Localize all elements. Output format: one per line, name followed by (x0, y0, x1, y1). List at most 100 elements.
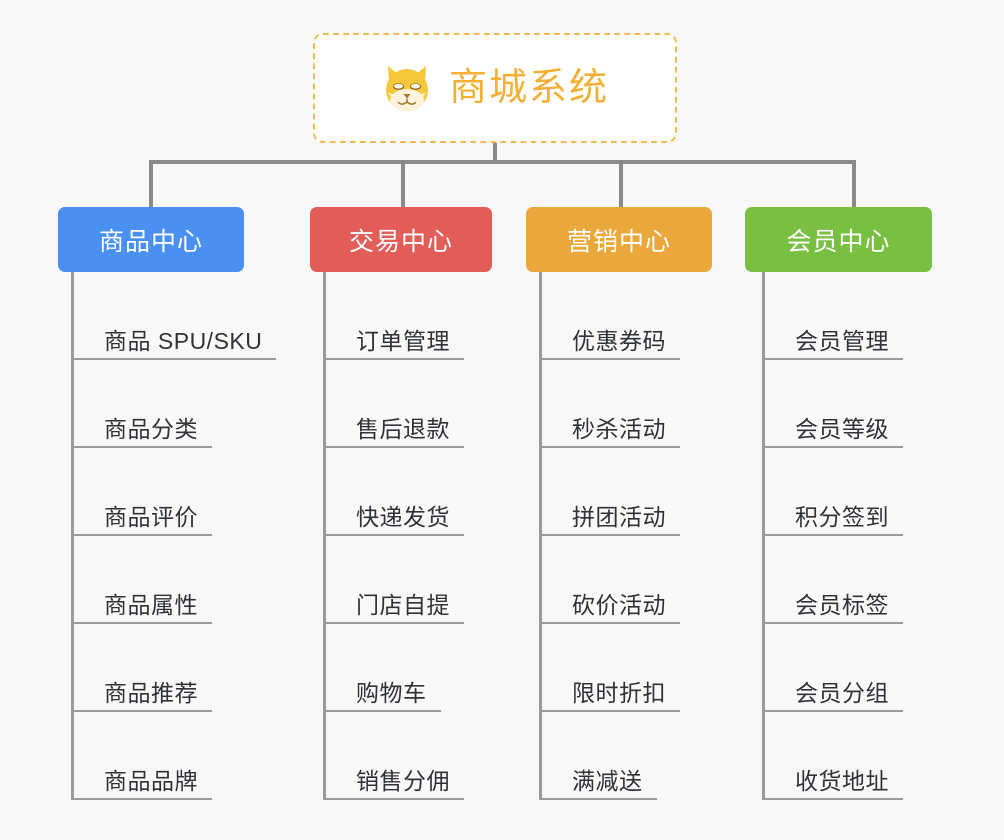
leaf-item-underline (323, 534, 464, 536)
leaf-item[interactable]: 快递发货 (323, 448, 583, 536)
leaf-item-underline (762, 534, 903, 536)
leaf-item-label: 秒杀活动 (572, 416, 666, 442)
category-column-member-center: 会员中心 (745, 207, 932, 272)
leaf-item-underline (539, 798, 657, 800)
leaf-item-label: 商品推荐 (104, 680, 198, 706)
leaf-item-underline (539, 710, 680, 712)
leaf-item-underline (71, 358, 276, 360)
leaf-item-label: 快递发货 (356, 504, 450, 530)
leaf-item[interactable]: 门店自提 (323, 536, 583, 624)
leaf-item-label: 订单管理 (356, 328, 450, 354)
category-header-product-center[interactable]: 商品中心 (58, 207, 244, 272)
leaf-item-underline (71, 798, 212, 800)
leaf-item[interactable]: 商品属性 (71, 536, 331, 624)
leaf-item[interactable]: 拼团活动 (539, 448, 799, 536)
item-list-product-center: 商品 SPU/SKU 商品分类商品评价商品属性商品推荐商品品牌 (71, 272, 331, 800)
shiba-dog-icon (385, 66, 428, 111)
leaf-item-underline (323, 798, 464, 800)
leaf-item-label: 商品品牌 (104, 768, 198, 794)
leaf-item-label: 会员标签 (795, 592, 889, 618)
leaf-item-label: 会员管理 (795, 328, 889, 354)
leaf-item-label: 限时折扣 (572, 680, 666, 706)
root-node[interactable]: 商城系统 (313, 33, 677, 143)
item-list-trade-center: 订单管理售后退款快递发货门店自提购物车销售分佣 (323, 272, 583, 800)
connector-root-stem (493, 143, 497, 163)
leaf-item[interactable]: 订单管理 (323, 272, 583, 360)
leaf-item[interactable]: 购物车 (323, 624, 583, 712)
leaf-item-underline (323, 710, 441, 712)
leaf-item-label: 门店自提 (356, 592, 450, 618)
leaf-item[interactable]: 收货地址 (762, 712, 1004, 800)
leaf-item-underline (539, 534, 680, 536)
connector-stem-member-center (762, 272, 765, 800)
connector-drop-3 (619, 160, 623, 207)
leaf-item[interactable]: 限时折扣 (539, 624, 799, 712)
category-label: 商品中心 (98, 227, 203, 256)
leaf-item-underline (762, 798, 903, 800)
category-header-member-center[interactable]: 会员中心 (745, 207, 932, 272)
leaf-item[interactable]: 商品评价 (71, 448, 331, 536)
leaf-item-underline (762, 710, 903, 712)
leaf-item[interactable]: 会员管理 (762, 272, 1004, 360)
leaf-item-underline (71, 622, 212, 624)
leaf-item-label: 商品 SPU/SKU (104, 328, 263, 354)
leaf-item[interactable]: 会员标签 (762, 536, 1004, 624)
leaf-item-label: 会员等级 (795, 416, 889, 442)
connector-drop-2 (401, 160, 405, 207)
category-header-trade-center[interactable]: 交易中心 (310, 207, 492, 272)
root-title: 商城系统 (448, 67, 609, 109)
leaf-item[interactable]: 商品品牌 (71, 712, 331, 800)
leaf-item[interactable]: 会员等级 (762, 360, 1004, 448)
leaf-item-label: 拼团活动 (572, 504, 666, 530)
leaf-item-label: 销售分佣 (356, 768, 450, 794)
leaf-item-underline (762, 622, 903, 624)
connector-stem-product-center (71, 272, 74, 800)
category-column-trade-center: 交易中心 (310, 207, 492, 272)
leaf-item[interactable]: 秒杀活动 (539, 360, 799, 448)
leaf-item-label: 商品属性 (104, 592, 198, 618)
leaf-item[interactable]: 商品 SPU/SKU (71, 272, 331, 360)
leaf-item-label: 优惠券码 (572, 328, 666, 354)
leaf-item[interactable]: 售后退款 (323, 360, 583, 448)
leaf-item[interactable]: 砍价活动 (539, 536, 799, 624)
leaf-item-label: 满减送 (572, 768, 643, 794)
leaf-item[interactable]: 满减送 (539, 712, 799, 800)
leaf-item-underline (323, 622, 464, 624)
category-label: 交易中心 (348, 227, 453, 256)
leaf-item-underline (71, 446, 212, 448)
leaf-item-underline (539, 622, 680, 624)
item-list-member-center: 会员管理会员等级积分签到会员标签会员分组收货地址 (762, 272, 1004, 800)
connector-drop-1 (149, 160, 153, 207)
leaf-item[interactable]: 优惠券码 (539, 272, 799, 360)
leaf-item-underline (323, 446, 464, 448)
leaf-item-underline (71, 534, 212, 536)
leaf-item-underline (539, 446, 680, 448)
leaf-item-label: 售后退款 (356, 416, 450, 442)
leaf-item-underline (762, 358, 903, 360)
leaf-item-label: 商品分类 (104, 416, 198, 442)
category-label: 会员中心 (786, 227, 891, 256)
leaf-item-underline (762, 446, 903, 448)
category-column-marketing-center: 营销中心 (526, 207, 712, 272)
connector-stem-marketing-center (539, 272, 542, 800)
leaf-item-label: 砍价活动 (572, 592, 666, 618)
leaf-item[interactable]: 积分签到 (762, 448, 1004, 536)
connector-drop-4 (852, 160, 856, 207)
item-list-marketing-center: 优惠券码秒杀活动拼团活动砍价活动限时折扣满减送 (539, 272, 799, 800)
connector-stem-trade-center (323, 272, 326, 800)
leaf-item-label: 会员分组 (795, 680, 889, 706)
leaf-item-underline (71, 710, 212, 712)
category-column-product-center: 商品中心 (58, 207, 244, 272)
leaf-item-underline (539, 358, 680, 360)
leaf-item[interactable]: 商品推荐 (71, 624, 331, 712)
leaf-item-underline (323, 358, 464, 360)
category-label: 营销中心 (566, 227, 671, 256)
leaf-item-label: 商品评价 (104, 504, 198, 530)
category-header-marketing-center[interactable]: 营销中心 (526, 207, 712, 272)
leaf-item[interactable]: 销售分佣 (323, 712, 583, 800)
leaf-item[interactable]: 商品分类 (71, 360, 331, 448)
leaf-item-label: 收货地址 (795, 768, 889, 794)
leaf-item-label: 购物车 (356, 680, 427, 706)
leaf-item[interactable]: 会员分组 (762, 624, 1004, 712)
